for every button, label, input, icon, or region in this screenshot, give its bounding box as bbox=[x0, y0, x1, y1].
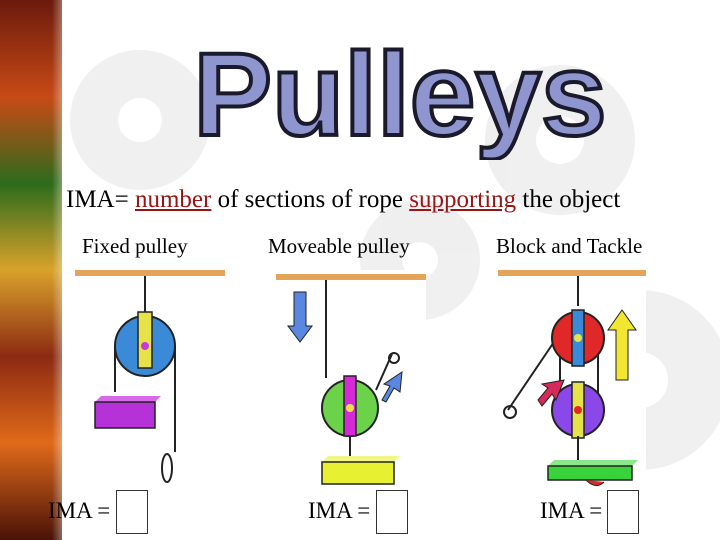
block-and-tackle-diagram bbox=[498, 270, 646, 488]
title-text: Pulleys bbox=[193, 29, 606, 160]
decorative-side-strip bbox=[0, 0, 62, 540]
block-ima-label: IMA = bbox=[540, 498, 603, 523]
fixed-pulley-diagram bbox=[75, 270, 225, 488]
moveable-pulley-label: Moveable pulley bbox=[268, 234, 410, 258]
ima-word-supporting: supporting bbox=[409, 186, 517, 213]
moveable-ima-answer-box[interactable] bbox=[376, 490, 408, 534]
fixed-pulley-label: Fixed pulley bbox=[82, 234, 188, 258]
ima-suffix: the object bbox=[516, 186, 621, 213]
block-ima-answer-box[interactable] bbox=[607, 490, 639, 534]
block-and-tackle-load bbox=[547, 465, 633, 481]
moveable-ima-label: IMA = bbox=[308, 498, 371, 523]
ima-middle-text: of sections of rope bbox=[211, 186, 410, 213]
ima-word-number: number bbox=[134, 186, 212, 213]
block-and-tackle-label: Block and Tackle bbox=[496, 234, 643, 258]
moveable-pulley-diagram bbox=[276, 270, 426, 488]
fixed-ima-answer-box[interactable] bbox=[116, 490, 148, 534]
moveable-pulley-load bbox=[321, 461, 395, 485]
page-title: Pulleys bbox=[191, 27, 608, 160]
ima-prefix: IMA= bbox=[66, 186, 135, 213]
fixed-ima-label: IMA = bbox=[48, 498, 111, 523]
ima-definition: IMA= number of sections of rope supporti… bbox=[66, 186, 706, 214]
fixed-pulley-load bbox=[94, 401, 156, 429]
